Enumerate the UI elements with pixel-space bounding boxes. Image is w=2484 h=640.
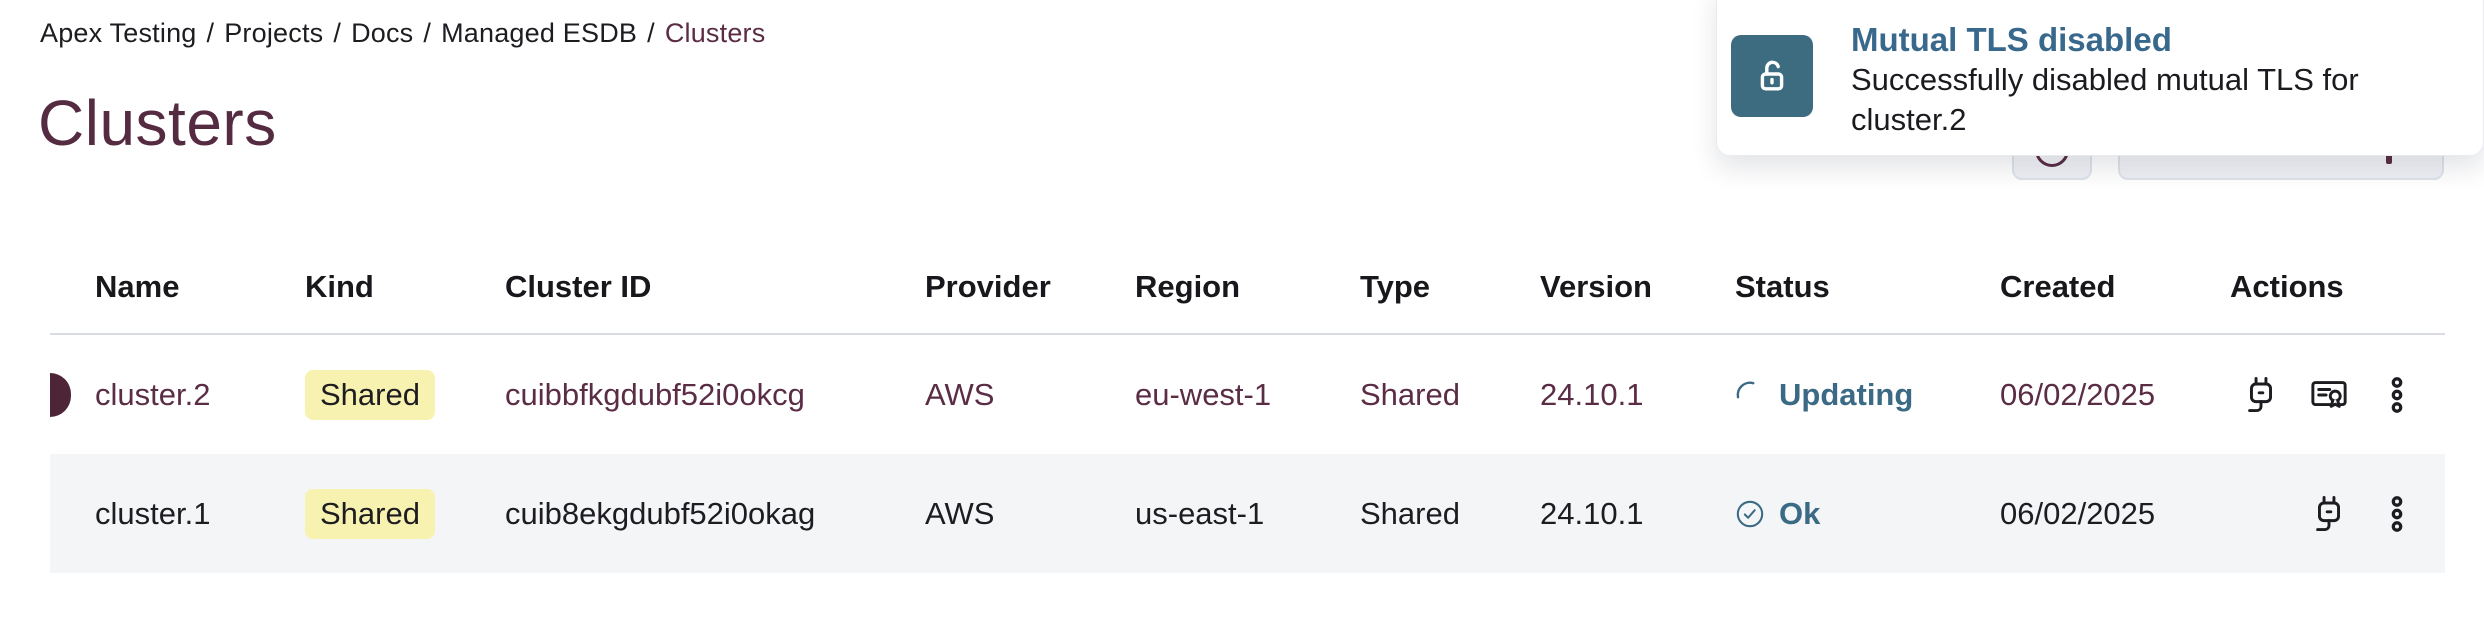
cell-version: 24.10.1	[1540, 376, 1644, 412]
table-header-row: Name Kind Cluster ID Provider Region Typ…	[50, 240, 2445, 335]
cell-created: 06/02/2025	[2000, 376, 2156, 412]
cell-kind: Shared	[305, 369, 505, 420]
cell-created: 06/02/2025	[2000, 495, 2156, 531]
cell-cluster-id: cuib8ekgdubf52i0okag	[505, 495, 816, 531]
cell-version: 24.10.1	[1540, 495, 1644, 531]
cell-actions	[2230, 372, 2445, 418]
kind-badge: Shared	[305, 369, 435, 420]
breadcrumb-item-apex-testing[interactable]: Apex Testing	[40, 18, 197, 48]
toast-message: Successfully disabled mutual TLS for clu…	[1851, 62, 2359, 137]
column-header-provider: Provider	[925, 268, 1051, 304]
column-header-type: Type	[1360, 268, 1431, 304]
toast-notification[interactable]: Mutual TLS disabled Successfully disable…	[1716, 0, 2484, 156]
status-badge: Updating	[1735, 377, 2000, 413]
cell-name[interactable]: cluster.2	[95, 376, 211, 412]
toast-title: Mutual TLS disabled	[1851, 21, 2172, 58]
breadcrumb-separator: /	[206, 18, 215, 48]
selected-row-indicator	[50, 372, 71, 417]
cell-provider: AWS	[925, 495, 995, 531]
toast-text: Mutual TLS disabled Successfully disable…	[1851, 20, 2451, 140]
cell-type: Shared	[1360, 376, 1460, 412]
cell-provider: AWS	[925, 376, 995, 412]
column-header-region: Region	[1135, 268, 1241, 304]
breadcrumb-item-docs[interactable]: Docs	[351, 18, 414, 48]
breadcrumb-separator: /	[423, 18, 432, 48]
status-label: Updating	[1779, 376, 1914, 412]
column-header-status: Status	[1735, 268, 1830, 304]
kebab-menu-icon[interactable]	[2374, 372, 2420, 418]
spinner-icon	[1736, 381, 1755, 398]
column-header-version: Version	[1540, 268, 1652, 304]
page-title: Clusters	[38, 87, 277, 159]
cell-type: Shared	[1360, 495, 1460, 531]
table-row-cluster-1[interactable]: cluster.1 Shared cuib8ekgdubf52i0okag AW…	[50, 454, 2445, 573]
cell-name[interactable]: cluster.1	[95, 495, 211, 531]
connect-plug-icon[interactable]	[2238, 372, 2284, 418]
column-header-cluster-id: Cluster ID	[505, 268, 652, 304]
column-header-created: Created	[2000, 268, 2116, 304]
breadcrumb-item-clusters-current[interactable]: Clusters	[664, 18, 766, 48]
cell-region: us-east-1	[1135, 495, 1265, 531]
clusters-table: Name Kind Cluster ID Provider Region Typ…	[50, 240, 2445, 573]
breadcrumb-item-projects[interactable]: Projects	[224, 18, 324, 48]
connect-plug-icon[interactable]	[2306, 491, 2352, 537]
breadcrumb-separator: /	[333, 18, 342, 48]
cell-kind: Shared	[305, 488, 505, 539]
column-header-name: Name	[95, 268, 180, 304]
status-label: Ok	[1779, 495, 1821, 531]
breadcrumb-item-managed-esdb[interactable]: Managed ESDB	[441, 18, 638, 48]
kebab-menu-icon[interactable]	[2374, 491, 2420, 537]
breadcrumb-separator: /	[647, 18, 655, 48]
cell-actions	[2230, 491, 2445, 537]
status-badge: Ok	[1735, 496, 2000, 532]
breadcrumb: Apex Testing / Projects / Docs / Managed ESDB /…	[40, 18, 765, 49]
table-row-cluster-2[interactable]: cluster.2 Shared cuibbfkgdubf52i0okcg AW…	[50, 335, 2445, 454]
column-header-kind: Kind	[305, 268, 374, 304]
kind-badge: Shared	[305, 488, 435, 539]
unlock-icon	[1731, 35, 1813, 117]
check-circle-icon	[1736, 500, 1764, 527]
column-header-actions: Actions	[2230, 268, 2344, 304]
cell-region: eu-west-1	[1135, 376, 1272, 412]
certificate-icon[interactable]	[2306, 372, 2352, 418]
cell-cluster-id: cuibbfkgdubf52i0okcg	[505, 376, 805, 412]
